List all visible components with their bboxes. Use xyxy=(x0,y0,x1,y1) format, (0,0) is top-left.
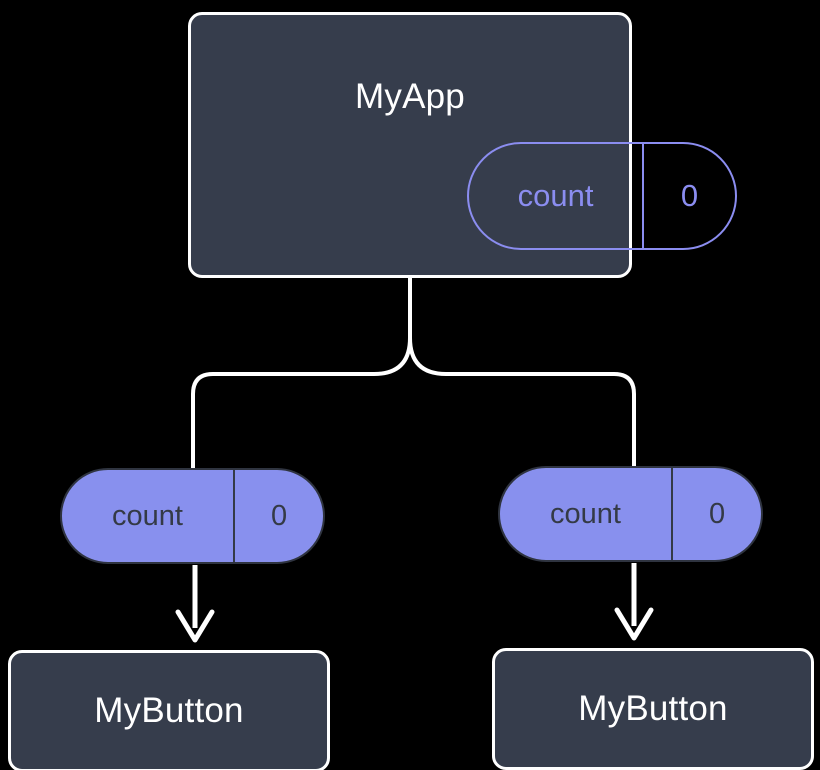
state-pill-myapp-value: 0 xyxy=(642,144,735,248)
prop-pill-right[interactable]: count 0 xyxy=(498,466,763,562)
arrowhead-right-icon xyxy=(614,607,654,641)
state-pill-myapp[interactable]: count 0 xyxy=(467,142,737,250)
prop-pill-left[interactable]: count 0 xyxy=(60,468,325,564)
node-mybutton-right[interactable]: MyButton xyxy=(492,648,814,770)
node-mybutton-right-label: MyButton xyxy=(578,689,728,728)
prop-pill-right-key: count xyxy=(550,497,621,530)
prop-pill-right-value: 0 xyxy=(671,468,761,560)
node-mybutton-left-label: MyButton xyxy=(94,691,244,730)
node-mybutton-left[interactable]: MyButton xyxy=(8,650,330,770)
node-myapp[interactable]: MyApp count 0 xyxy=(188,12,737,278)
node-myapp-label: MyApp xyxy=(355,77,465,116)
prop-pill-left-key: count xyxy=(112,499,183,532)
edge-app-to-left-prop xyxy=(191,277,412,470)
prop-pill-left-value: 0 xyxy=(233,470,323,562)
arrowhead-left-icon xyxy=(175,609,215,643)
edge-app-to-right-prop xyxy=(408,277,636,468)
state-pill-myapp-key: count xyxy=(517,178,594,213)
